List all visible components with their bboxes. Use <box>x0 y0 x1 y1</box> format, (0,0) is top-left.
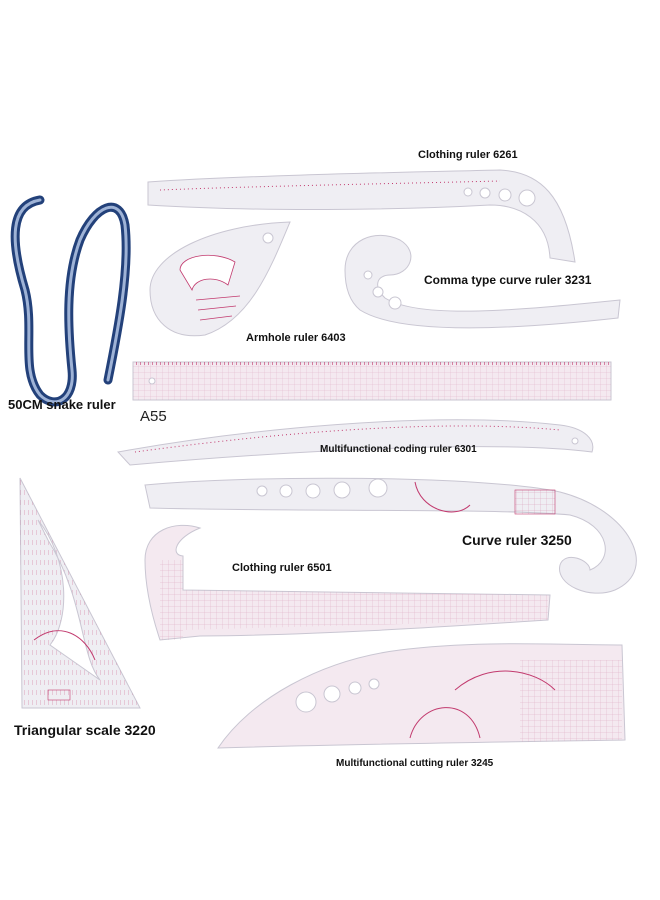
label-a55: A55 <box>140 408 167 425</box>
label-clothing-ruler-6501: Clothing ruler 6501 <box>232 562 332 574</box>
label-armhole-ruler-6403: Armhole ruler 6403 <box>246 332 346 344</box>
label-curve-ruler-3250: Curve ruler 3250 <box>462 532 572 548</box>
label-snake-ruler: 50CM snake ruler <box>8 397 116 412</box>
coding-ruler-6301 <box>117 419 594 466</box>
triangular-scale-3220 <box>19 477 141 709</box>
clothing-ruler-6501 <box>144 524 551 641</box>
label-coding-ruler-6301: Multifunctional coding ruler 6301 <box>320 444 477 455</box>
label-triangular-scale-3220: Triangular scale 3220 <box>14 722 156 738</box>
clothing-ruler-6261 <box>147 169 576 263</box>
straight-ruler-a55 <box>132 361 612 401</box>
label-comma-curve-ruler-3231: Comma type curve ruler 3231 <box>424 273 592 287</box>
label-clothing-ruler-6261: Clothing ruler 6261 <box>418 149 518 161</box>
cutting-ruler-3245 <box>217 643 626 749</box>
comma-curve-ruler-3231 <box>344 235 621 329</box>
armhole-ruler-6403 <box>149 221 291 337</box>
label-cutting-ruler-3245: Multifunctional cutting ruler 3245 <box>336 758 494 769</box>
snake-ruler <box>10 195 131 407</box>
curve-ruler-3250 <box>144 477 637 594</box>
